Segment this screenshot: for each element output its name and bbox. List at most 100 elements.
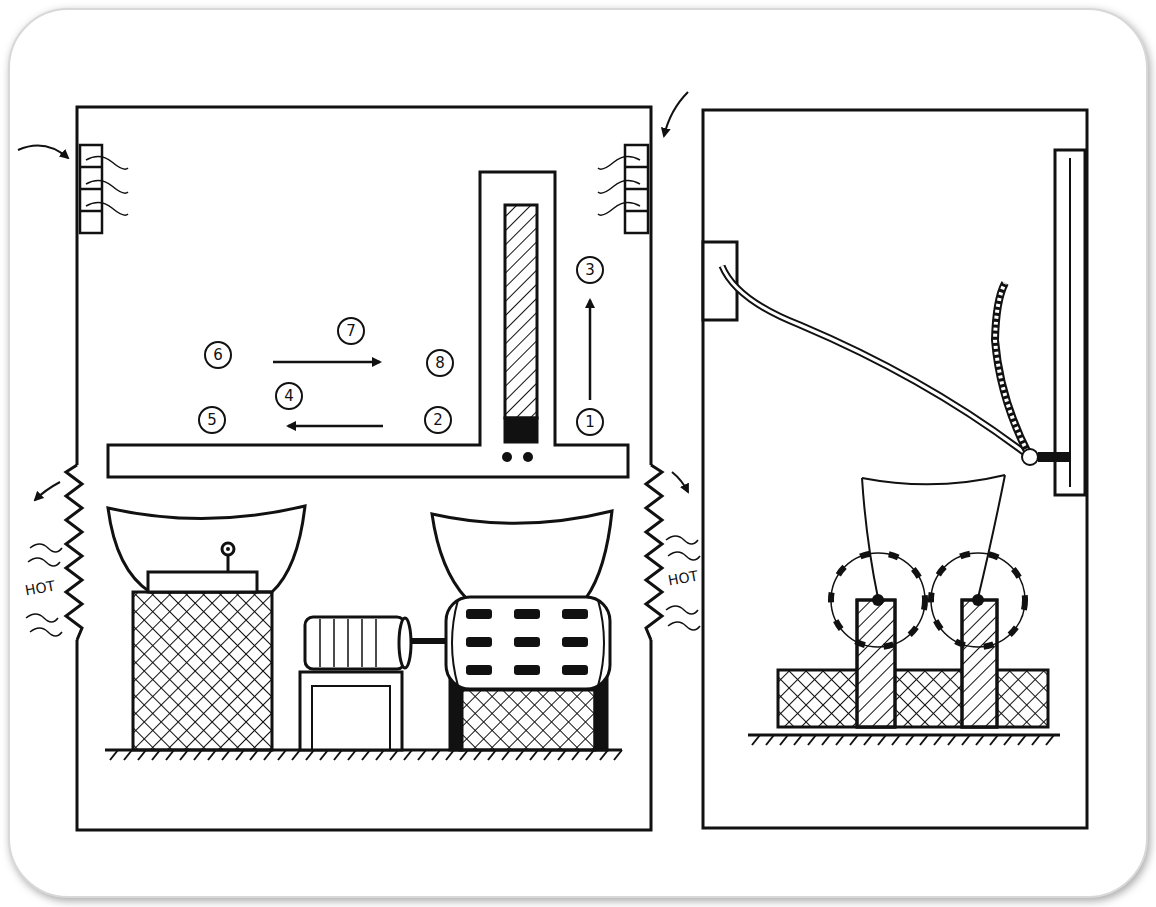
heat-waves bbox=[666, 606, 698, 614]
heat-waves bbox=[668, 622, 700, 630]
cable bbox=[995, 283, 1030, 457]
motion-arrow bbox=[589, 300, 592, 400]
left-basin-unit bbox=[227, 555, 230, 572]
heat-label: HOT bbox=[667, 568, 699, 589]
motor bbox=[300, 672, 402, 750]
callout-number: 3 bbox=[576, 256, 604, 284]
motion-arrow bbox=[288, 425, 383, 428]
vent-right bbox=[598, 202, 640, 215]
drum-unit bbox=[452, 600, 604, 686]
roller-assembly bbox=[872, 594, 884, 606]
roller-assembly bbox=[748, 475, 1060, 745]
callout-number: 5 bbox=[198, 406, 226, 434]
right-panel bbox=[703, 110, 1087, 828]
roller-assembly bbox=[931, 553, 1025, 647]
cable bbox=[722, 266, 1030, 457]
heat-waves bbox=[668, 552, 700, 560]
vent-right bbox=[598, 180, 640, 193]
vent-left bbox=[86, 156, 128, 169]
drum-unit bbox=[432, 511, 612, 598]
roller-assembly bbox=[778, 670, 1048, 727]
motor bbox=[411, 638, 448, 644]
shelf-and-slider bbox=[505, 205, 537, 418]
motor bbox=[399, 618, 411, 668]
shelf-and-slider bbox=[523, 452, 533, 462]
callout-number: 1 bbox=[576, 408, 604, 436]
motor bbox=[312, 686, 390, 750]
shelf-and-slider bbox=[505, 418, 537, 442]
heat-waves bbox=[28, 558, 60, 566]
heat-waves bbox=[30, 544, 62, 552]
roller-assembly bbox=[972, 594, 984, 606]
drum-unit bbox=[466, 609, 588, 675]
drum-unit bbox=[466, 609, 492, 619]
cable bbox=[995, 283, 1030, 457]
roller-assembly bbox=[752, 735, 1054, 745]
drum-unit bbox=[514, 609, 540, 619]
left-basin-unit bbox=[226, 547, 230, 551]
left-basin-unit bbox=[133, 592, 272, 750]
left-basin-unit bbox=[108, 506, 305, 750]
vent-right bbox=[625, 166, 648, 169]
roller-assembly bbox=[962, 600, 997, 727]
callout-number: 6 bbox=[204, 341, 232, 369]
drum-unit bbox=[562, 637, 588, 647]
left-cabinet bbox=[66, 465, 82, 640]
vent-left bbox=[80, 188, 102, 191]
cable bbox=[1038, 452, 1070, 462]
motor bbox=[305, 617, 405, 669]
callout-number: 8 bbox=[426, 349, 454, 377]
left-cabinet bbox=[66, 107, 662, 830]
callout-number: 2 bbox=[424, 406, 452, 434]
vent-left bbox=[86, 180, 128, 193]
left-basin-unit bbox=[148, 572, 257, 592]
heat-waves bbox=[672, 472, 688, 492]
vent-left bbox=[86, 202, 128, 215]
motor bbox=[300, 617, 448, 750]
roller-assembly bbox=[931, 553, 1025, 647]
left-cabinet bbox=[77, 107, 651, 465]
drum-unit bbox=[514, 637, 540, 647]
shelf-and-slider bbox=[108, 172, 628, 477]
vent-right bbox=[625, 188, 648, 191]
callout-number: 7 bbox=[337, 317, 365, 345]
motor bbox=[320, 619, 376, 667]
drum-unit bbox=[514, 665, 540, 675]
roller-assembly bbox=[831, 553, 925, 647]
shelf-and-slider bbox=[502, 452, 512, 462]
shelf-and-slider bbox=[108, 172, 628, 477]
left-cabinet bbox=[646, 465, 662, 640]
roller-assembly bbox=[857, 600, 895, 727]
heat-waves bbox=[666, 536, 698, 544]
roller-assembly bbox=[962, 600, 997, 727]
vent-left bbox=[80, 210, 102, 213]
cable bbox=[722, 266, 1070, 465]
callout-number: 4 bbox=[275, 382, 303, 410]
vent-left bbox=[18, 145, 128, 233]
vent-right bbox=[664, 92, 688, 136]
vent-right bbox=[625, 210, 648, 213]
drum-unit bbox=[460, 690, 595, 750]
drum-unit bbox=[432, 511, 612, 750]
drum-unit bbox=[446, 597, 610, 689]
roller-assembly bbox=[831, 553, 925, 647]
drum-unit bbox=[562, 665, 588, 675]
vent-right bbox=[598, 156, 640, 169]
right-panel bbox=[1055, 150, 1085, 495]
heat-waves bbox=[30, 628, 62, 636]
heat-waves bbox=[26, 614, 58, 622]
drum-unit bbox=[562, 609, 588, 619]
roller-assembly bbox=[857, 600, 895, 727]
heat-label: HOT bbox=[24, 578, 56, 599]
right-panel bbox=[1069, 158, 1071, 487]
roller-assembly bbox=[748, 734, 1060, 737]
cable bbox=[722, 266, 1030, 457]
drum-unit bbox=[466, 637, 492, 647]
left-basin-unit bbox=[108, 506, 305, 592]
heat-waves bbox=[35, 482, 60, 500]
drum-unit bbox=[466, 665, 492, 675]
roller-assembly bbox=[862, 475, 1005, 598]
